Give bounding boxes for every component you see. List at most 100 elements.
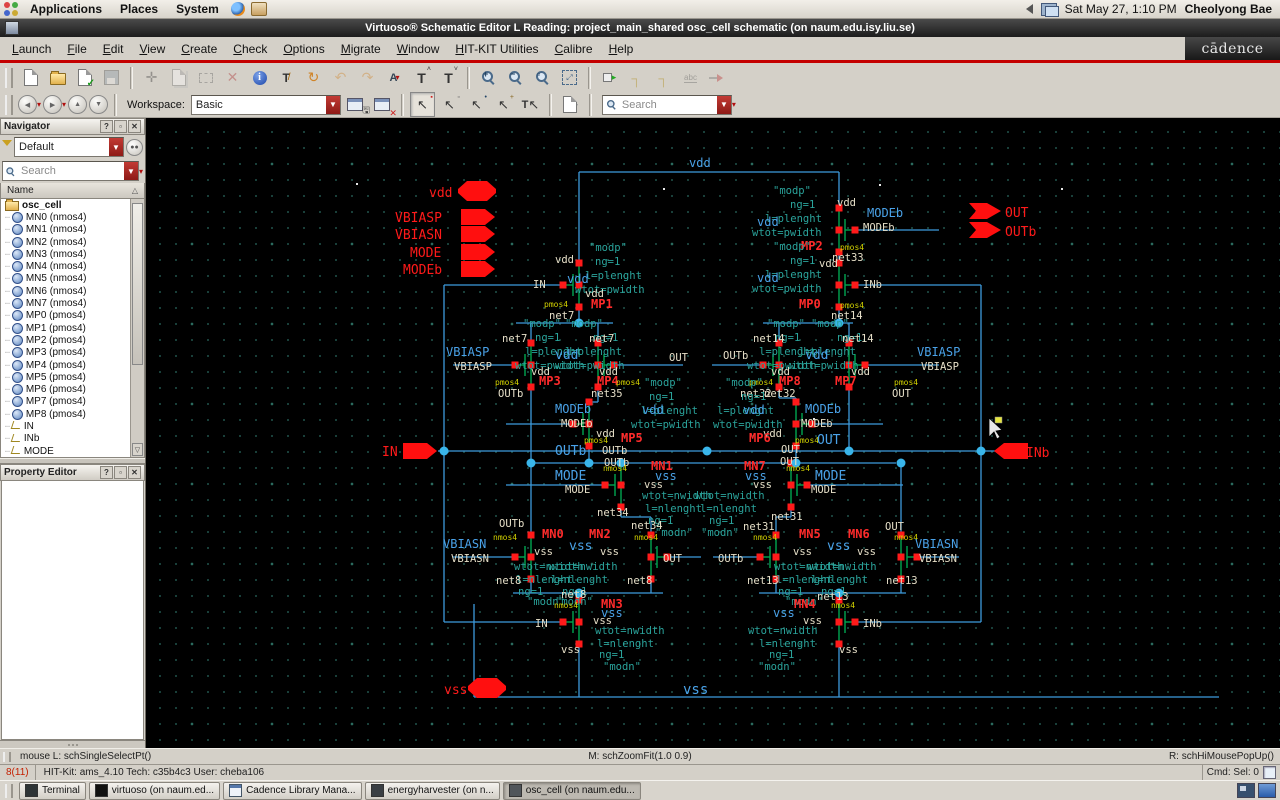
- tag-label[interactable]: nmos4: [786, 464, 810, 473]
- param-label[interactable]: ng=1: [769, 649, 794, 661]
- scroll-down-icon[interactable]: ▽: [132, 443, 143, 456]
- param-label[interactable]: "modp": [773, 241, 811, 253]
- pin-outb[interactable]: [969, 222, 1001, 238]
- tag-label[interactable]: pmos4: [894, 378, 918, 387]
- param-label[interactable]: wtot=pwidth: [752, 227, 822, 239]
- save-button[interactable]: [99, 65, 124, 90]
- wide-wire-icon[interactable]: ┐: [651, 65, 676, 90]
- net-label[interactable]: vss: [773, 606, 795, 620]
- ident-label[interactable]: net8: [561, 589, 586, 601]
- tree-item-mp1[interactable]: ┈MP1 (pmos4): [1, 322, 144, 334]
- param-label[interactable]: ng=1: [741, 391, 766, 403]
- close-icon[interactable]: ✕: [128, 466, 141, 479]
- ident-label[interactable]: IN: [535, 618, 548, 630]
- down-hierarchy-button[interactable]: ▼: [89, 95, 108, 114]
- param-label[interactable]: "modp": [644, 377, 682, 389]
- help-icon[interactable]: ?: [100, 466, 113, 479]
- net-label[interactable]: vdd: [743, 403, 765, 417]
- zoom-fit-button[interactable]: ⤢: [557, 65, 582, 90]
- name-label[interactable]: MP8: [779, 374, 801, 388]
- toolbar-grip[interactable]: [5, 95, 13, 115]
- ident-label[interactable]: vdd: [837, 197, 856, 209]
- chevron-down-icon[interactable]: ▼: [109, 138, 123, 156]
- name-label[interactable]: MN5: [799, 527, 821, 541]
- wire-icon[interactable]: ┐: [624, 65, 649, 90]
- ident-label[interactable]: vss: [857, 546, 876, 558]
- distributor-logo-icon[interactable]: [4, 2, 18, 16]
- net-label[interactable]: vdd: [805, 348, 828, 363]
- single-select-mode-button[interactable]: ↖▪: [410, 92, 435, 117]
- pin-label[interactable]: vdd: [429, 186, 452, 201]
- net-label[interactable]: vss: [569, 539, 592, 554]
- chevron-down-icon[interactable]: ▼: [124, 162, 138, 180]
- pin-out[interactable]: [969, 203, 1001, 219]
- message-count[interactable]: 8(11): [0, 765, 36, 780]
- taskbar-item-terminal[interactable]: Terminal: [19, 782, 86, 800]
- pin-label[interactable]: OUTb: [1005, 225, 1036, 240]
- text-smaller-button[interactable]: T˅: [436, 65, 461, 90]
- delete-workspace-button[interactable]: ✕: [370, 92, 395, 117]
- ident-label[interactable]: IN: [533, 279, 546, 291]
- probe-select-mode-button[interactable]: ↖+: [491, 92, 516, 117]
- ident-label[interactable]: MODEb: [863, 222, 895, 234]
- navigator-panel-title[interactable]: Navigator ? ▫ ✕: [0, 118, 145, 135]
- param-label[interactable]: l=nlenght: [551, 574, 608, 586]
- ident-label[interactable]: vss: [600, 546, 619, 558]
- name-label[interactable]: MP0: [799, 297, 821, 311]
- menu-view[interactable]: View: [131, 40, 173, 58]
- param-label[interactable]: ng=1: [709, 515, 734, 527]
- firefox-icon[interactable]: [231, 2, 245, 16]
- ident-label[interactable]: net31: [771, 511, 803, 523]
- close-icon[interactable]: ✕: [128, 120, 141, 133]
- ident-label[interactable]: OUTb: [602, 445, 627, 457]
- menu-hit-kit-utilities[interactable]: HIT-KIT Utilities: [447, 40, 546, 58]
- name-label[interactable]: MN4: [794, 597, 816, 611]
- schematic-drawing[interactable]: vdd"modp"ng=1l=plenghtwtot=pwidthvddvddv…: [146, 118, 1280, 748]
- tag-label[interactable]: pmos4: [616, 378, 640, 387]
- name-label[interactable]: MP1: [591, 297, 613, 311]
- volume-icon[interactable]: [1021, 4, 1033, 14]
- tree-item-mn0[interactable]: ┈MN0 (nmos4): [1, 211, 144, 223]
- param-label[interactable]: ng=1: [790, 255, 815, 267]
- ident-label[interactable]: MODE: [565, 484, 590, 496]
- ident-label[interactable]: net13: [747, 575, 779, 587]
- name-label[interactable]: MN0: [542, 527, 564, 541]
- tree-item-mn6[interactable]: ┈MN6 (nmos4): [1, 285, 144, 297]
- tree-item-mn3[interactable]: ┈MN3 (nmos4): [1, 248, 144, 260]
- ident-label[interactable]: VBIASP: [921, 361, 959, 373]
- ident-label[interactable]: net8: [496, 575, 521, 587]
- ident-label[interactable]: net8: [627, 575, 652, 587]
- descend-edit-icon[interactable]: ▸: [597, 65, 622, 90]
- network-monitor-icon[interactable]: [1041, 3, 1057, 16]
- ident-label[interactable]: net14: [753, 333, 785, 345]
- menu-system[interactable]: System: [170, 1, 225, 17]
- workspace-combobox[interactable]: Basic ▼: [191, 95, 341, 115]
- wire-name-icon[interactable]: abc: [678, 65, 703, 90]
- forward-view-button[interactable]: ▶: [43, 95, 62, 114]
- pin-label[interactable]: MODE: [410, 246, 441, 261]
- filter-options-button[interactable]: ●●: [126, 139, 143, 156]
- tree-item-mn2[interactable]: ┈MN2 (nmos4): [1, 236, 144, 248]
- ident-label[interactable]: net13: [886, 575, 918, 587]
- ident-label[interactable]: vss: [793, 546, 812, 558]
- pin-in[interactable]: [403, 443, 437, 459]
- param-label[interactable]: l=nlenght: [811, 574, 868, 586]
- ident-label[interactable]: INb: [863, 279, 882, 291]
- tree-root-osc-cell[interactable]: osc_cell: [1, 199, 144, 211]
- tag-label[interactable]: pmos4: [495, 378, 519, 387]
- tag-label[interactable]: pmos4: [584, 436, 608, 445]
- property-editor-panel-title[interactable]: Property Editor ? ▫ ✕: [0, 464, 145, 481]
- sidebar-resize-handle[interactable]: [0, 740, 145, 748]
- param-label[interactable]: "modp": [565, 318, 603, 330]
- zoom-to-selected-button[interactable]: ▫: [530, 65, 555, 90]
- workspace-1[interactable]: [1237, 783, 1255, 798]
- param-label[interactable]: ng=1: [595, 256, 620, 268]
- param-label[interactable]: wtot=nwidth: [548, 561, 618, 573]
- tree-item-mode[interactable]: ┈MODE: [1, 445, 144, 457]
- ident-label[interactable]: MODEb: [561, 418, 593, 430]
- partial-select-mode-button[interactable]: ↖▫: [437, 92, 462, 117]
- float-panel-icon[interactable]: ▫: [114, 466, 127, 479]
- param-label[interactable]: ng=1: [535, 332, 560, 344]
- undo-button[interactable]: ↶: [328, 65, 353, 90]
- ident-label[interactable]: net31: [743, 521, 775, 533]
